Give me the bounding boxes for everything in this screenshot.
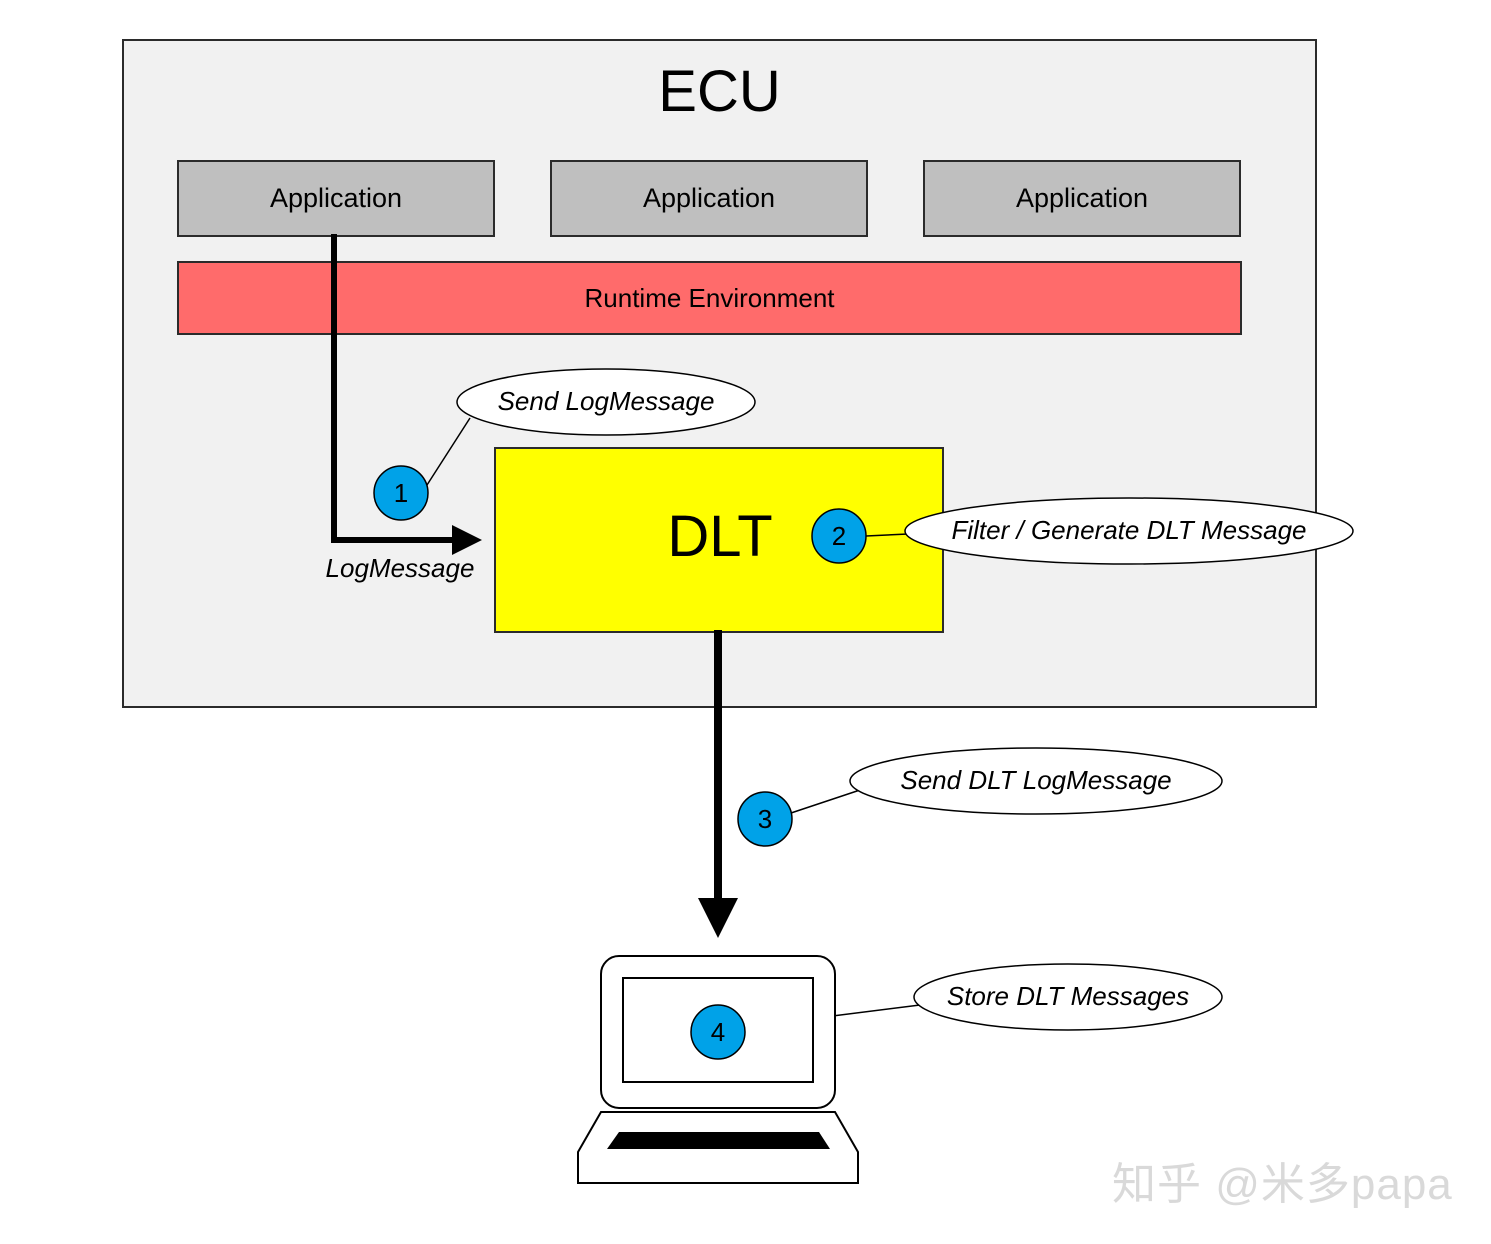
step-number-4: 4 bbox=[710, 1017, 726, 1047]
logmessage-label: LogMessage bbox=[325, 553, 475, 583]
application-label: Application bbox=[269, 183, 403, 213]
step-number-1: 1 bbox=[393, 478, 409, 508]
step-circle-2 bbox=[811, 508, 867, 564]
logmessage-arrow bbox=[331, 234, 482, 555]
step-circle-3 bbox=[737, 791, 793, 847]
runtime-environment-bar: Runtime Environment bbox=[177, 261, 1242, 335]
callout-ellipse-1 bbox=[456, 368, 756, 436]
callout-ellipse-3 bbox=[849, 747, 1223, 815]
callout-leader-3 bbox=[790, 789, 861, 814]
application-label: Application bbox=[1015, 183, 1149, 213]
callout-leader-1 bbox=[426, 417, 471, 486]
callout-leader-2 bbox=[865, 533, 909, 537]
step-circle-4 bbox=[690, 1004, 746, 1060]
application-box-2: Application bbox=[550, 160, 868, 237]
runtime-environment-label: Runtime Environment bbox=[584, 282, 835, 313]
dlt-title: DLT bbox=[667, 504, 773, 569]
application-label: Application bbox=[642, 183, 776, 213]
dlt-box bbox=[494, 447, 944, 633]
watermark: 知乎 @米多papa bbox=[1112, 1160, 1453, 1209]
step-circle-1 bbox=[373, 465, 429, 521]
step-number-3: 3 bbox=[757, 804, 773, 834]
callout-text-2: Filter / Generate DLT Message bbox=[951, 515, 1307, 545]
callout-ellipse-2 bbox=[904, 497, 1354, 565]
ecu-title: ECU bbox=[658, 59, 781, 124]
callout-text-3: Send DLT LogMessage bbox=[900, 765, 1172, 795]
callout-text-1: Send LogMessage bbox=[497, 386, 715, 416]
step-number-2: 2 bbox=[831, 521, 847, 551]
callout-ellipse-4 bbox=[913, 963, 1223, 1031]
application-box-3: Application bbox=[923, 160, 1241, 237]
laptop-icon bbox=[577, 955, 859, 1184]
callout-text-4: Store DLT Messages bbox=[946, 981, 1190, 1011]
